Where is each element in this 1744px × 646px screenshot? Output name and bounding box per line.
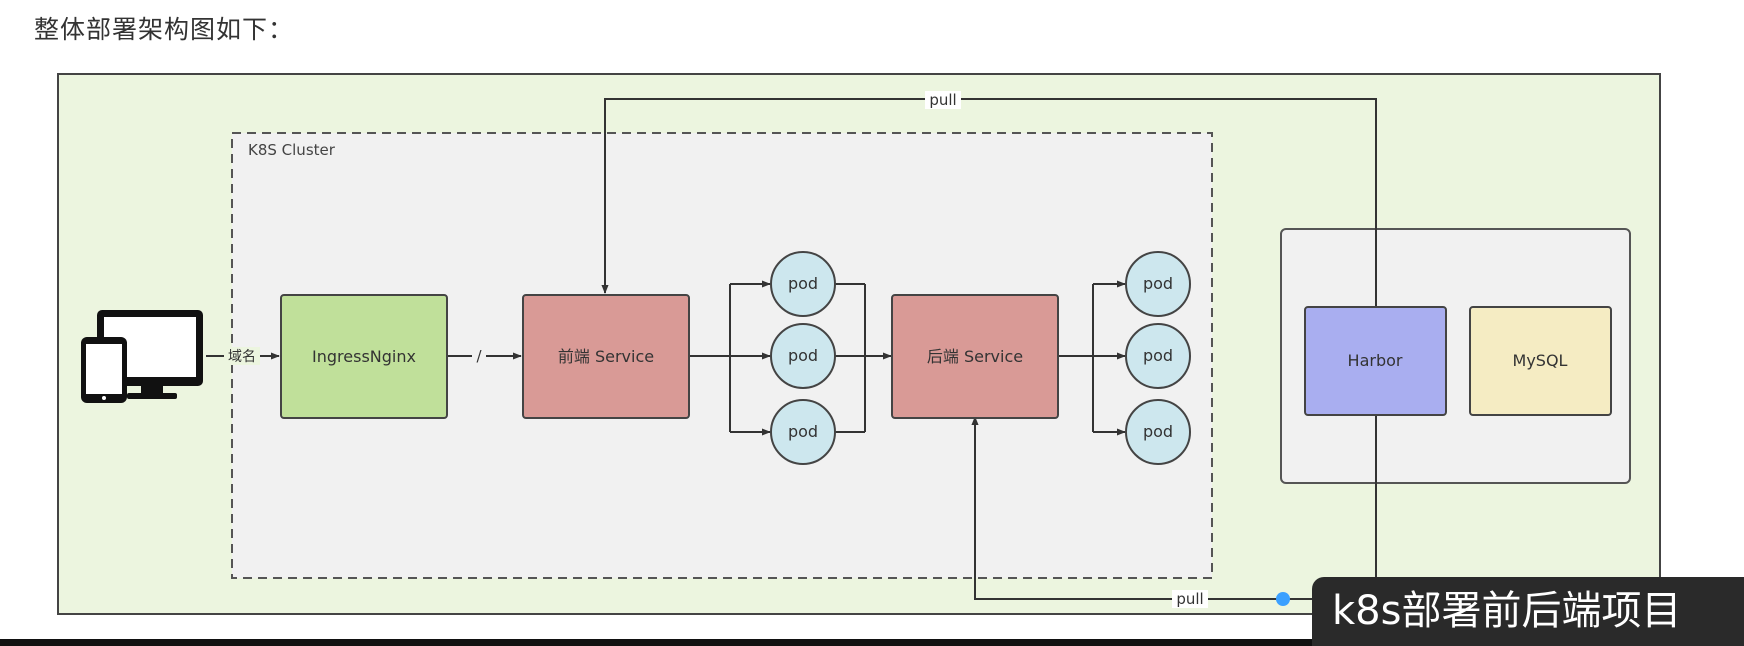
pod-label: pod (788, 274, 818, 293)
pod-label: pod (788, 346, 818, 365)
frontend-service-node[interactable]: 前端 Service (522, 294, 690, 419)
bottom-border-bar (0, 639, 1744, 646)
devices-icon (81, 310, 203, 403)
backend-service-node[interactable]: 后端 Service (891, 294, 1059, 419)
frontend-service-label: 前端 Service (558, 347, 654, 366)
frontend-pod[interactable]: pod (770, 251, 836, 317)
harbor-node[interactable]: Harbor (1304, 306, 1447, 416)
backend-pod[interactable]: pod (1125, 399, 1191, 465)
backend-pod[interactable]: pod (1125, 323, 1191, 389)
pod-label: pod (1143, 274, 1173, 293)
mysql-label: MySQL (1513, 351, 1568, 370)
ingress-nginx-label: IngressNginx (312, 347, 416, 366)
pull-bottom-label: pull (1176, 590, 1203, 608)
ingress-nginx-node[interactable]: IngressNginx (280, 294, 448, 419)
pull-top-label: pull (929, 91, 956, 109)
backend-service-label: 后端 Service (927, 347, 1023, 366)
k8s-cluster-label: K8S Cluster (248, 141, 336, 159)
pod-label: pod (788, 422, 818, 441)
frontend-pod[interactable]: pod (770, 399, 836, 465)
backend-pod[interactable]: pod (1125, 251, 1191, 317)
video-caption: k8s部署前后端项目 (1312, 577, 1744, 646)
connection-handle-dot[interactable] (1276, 592, 1290, 606)
slash-edge-label: / (476, 347, 482, 365)
page-heading: 整体部署架构图如下： (34, 15, 295, 44)
pod-label: pod (1143, 346, 1173, 365)
pod-label: pod (1143, 422, 1173, 441)
harbor-label: Harbor (1348, 351, 1403, 370)
external-services-box (1280, 228, 1631, 484)
frontend-pod[interactable]: pod (770, 323, 836, 389)
domain-edge-label: 域名 (228, 349, 256, 365)
mysql-node[interactable]: MySQL (1469, 306, 1612, 416)
